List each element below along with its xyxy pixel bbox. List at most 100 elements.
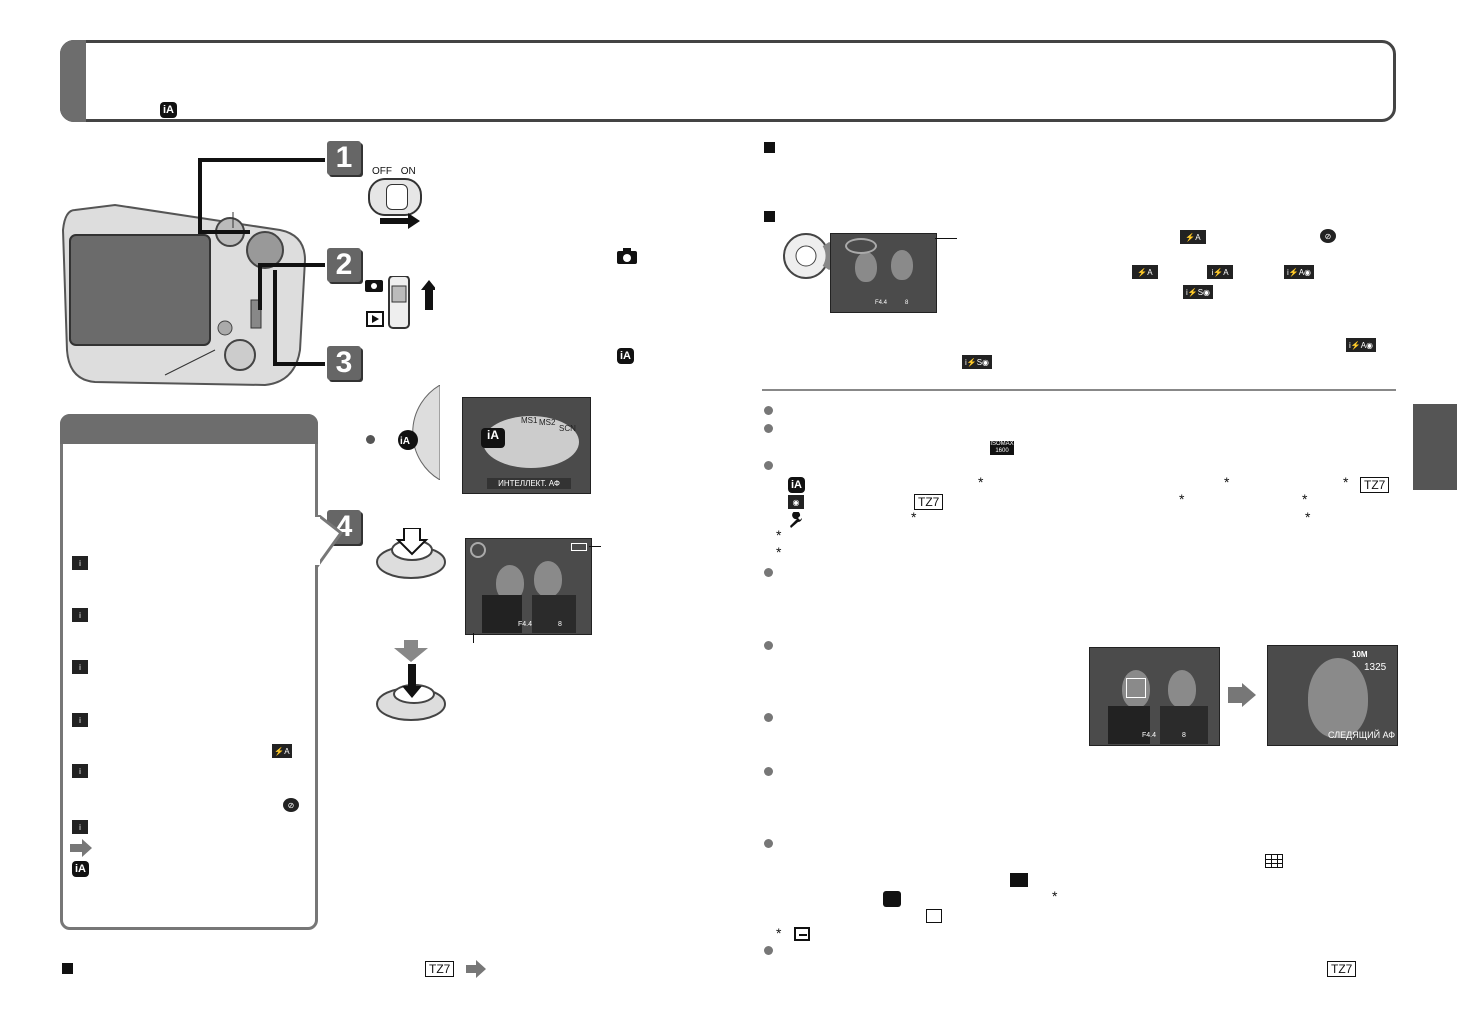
arrow-right-icon xyxy=(1242,683,1256,707)
shutter-half-press[interactable] xyxy=(376,528,446,580)
shutter-readout: 8 xyxy=(905,300,909,306)
shutter-readout: 8 xyxy=(1182,732,1186,739)
flash-lcd-preview: F4.4 8 xyxy=(830,233,937,313)
resolution-readout: 10M xyxy=(1352,650,1368,659)
mode-dial-screen: iA MS1 MS2 SCN ИНТЕЛЛЕКТ. АФ xyxy=(462,397,591,494)
record-play-switch[interactable] xyxy=(365,276,435,330)
footnote-mark: * xyxy=(776,925,782,941)
callout-line xyxy=(935,238,957,239)
i-flash-auto-redeye-icon: i⚡A◉ xyxy=(1284,265,1314,279)
footnote-mark: * xyxy=(1224,474,1230,490)
scenery-scene-icon: i xyxy=(72,608,88,622)
box-pointer xyxy=(313,515,343,570)
footnote-mark: * xyxy=(1302,491,1308,507)
camera-illustration xyxy=(61,158,325,387)
footnote-mark: * xyxy=(776,527,782,543)
section-bullet xyxy=(764,211,775,222)
note-bullet xyxy=(764,424,773,433)
note-bullet xyxy=(764,713,773,722)
intelligent-auto-icon: iA xyxy=(788,477,805,493)
page-header xyxy=(60,40,1396,122)
on-label: ON xyxy=(400,166,416,177)
spot-af-icon xyxy=(794,927,810,941)
flash-off-icon: ⊘ xyxy=(283,798,299,812)
model-badge: TZ7 xyxy=(914,494,944,510)
intelligent-auto-icon: iA xyxy=(72,861,89,877)
model-badge: TZ7 xyxy=(1360,477,1390,493)
flash-off-icon: ⊘ xyxy=(1320,229,1336,243)
model-badge: TZ7 xyxy=(425,961,455,977)
shutter-readout: 8 xyxy=(558,621,562,628)
footnote-mark: * xyxy=(1052,888,1058,904)
callout-line xyxy=(473,633,474,643)
arrow-right-icon xyxy=(70,839,92,857)
power-switch[interactable] xyxy=(368,178,422,216)
note-bullet xyxy=(764,946,773,955)
flash-auto-icon: ⚡A xyxy=(1180,230,1206,244)
mode-label-scn: SCN xyxy=(559,424,576,433)
tracking-before-screen: F4.4 8 xyxy=(1089,647,1220,746)
footnote-mark: * xyxy=(978,474,984,490)
footnote-mark: * xyxy=(776,544,782,560)
footnote-mark: * xyxy=(1305,509,1311,525)
cursor-pad[interactable] xyxy=(782,232,830,280)
wrench-icon xyxy=(790,512,802,528)
shutter-full-press[interactable] xyxy=(376,664,446,722)
motion-picture-icon: ◉ xyxy=(788,495,804,509)
footnote-mark: * xyxy=(911,509,917,525)
iso-badge-bottom: 1600 xyxy=(995,448,1009,454)
i-flash-auto-icon: i⚡A xyxy=(1207,265,1233,279)
power-switch-labels: OFF ON xyxy=(372,166,416,177)
i-flash-slow-redeye-icon: i⚡S◉ xyxy=(1183,285,1213,299)
tracking-after-screen: 10M 1325 СЛЕДЯЩИЙ АФ xyxy=(1267,645,1398,746)
intelligent-auto-icon: iA xyxy=(617,348,634,364)
intelligent-auto-icon: iA xyxy=(160,102,177,118)
one-area-af-icon xyxy=(926,909,942,923)
aperture-readout: F4.4 xyxy=(1142,732,1157,739)
aperture-readout: F4.4 xyxy=(875,300,888,306)
section-bullet xyxy=(764,142,775,153)
portrait-scene-icon: i xyxy=(72,556,88,570)
mode-dial-caption: ИНТЕЛЛЕКТ. АФ xyxy=(487,478,571,489)
off-label: OFF xyxy=(372,166,392,177)
arrow-down-icon xyxy=(394,640,428,662)
arrow-right-icon xyxy=(380,213,420,229)
step-1-badge: 1 xyxy=(327,141,361,175)
iso-badge-top: ISOMAX xyxy=(990,441,1014,447)
remaining-count: 1325 xyxy=(1364,662,1387,673)
baby-scene-icon: i xyxy=(72,820,88,834)
note-bullet xyxy=(764,406,773,415)
arrow-shaft xyxy=(1228,687,1242,703)
callout-line xyxy=(589,546,601,547)
note-bullet xyxy=(764,839,773,848)
header-accent-bar xyxy=(60,40,86,122)
camera-icon xyxy=(617,248,637,264)
iso-max-badge: ISOMAX 1600 xyxy=(990,441,1014,455)
mode-label-ms1: MS1 xyxy=(521,416,538,425)
footnote-mark: * xyxy=(1179,491,1185,507)
chapter-tab xyxy=(1413,404,1457,490)
i-flash-slow-redeye-icon: i⚡S◉ xyxy=(962,355,992,369)
multi-area-af-icon xyxy=(1265,854,1283,868)
scene-detect-box xyxy=(60,414,318,930)
model-badge: TZ7 xyxy=(1327,961,1357,977)
section-bullet xyxy=(62,963,73,974)
note-bullet xyxy=(764,461,773,470)
tracking-af-caption: СЛЕДЯЩИЙ АФ xyxy=(1328,730,1396,740)
macro-scene-icon: i xyxy=(72,660,88,674)
mode-dial[interactable]: iA xyxy=(380,385,440,480)
svg-text:iA: iA xyxy=(400,436,410,447)
flash-auto-icon: ⚡A xyxy=(272,744,292,758)
note-bullet xyxy=(764,641,773,650)
lcd-preview: F4.4 8 xyxy=(465,538,592,635)
dial-indicator-dot xyxy=(366,435,375,444)
i-flash-auto-redeye-icon: i⚡A◉ xyxy=(1346,338,1376,352)
face-detection-icon xyxy=(883,891,901,907)
mode-label-ms2: MS2 xyxy=(539,418,556,427)
scene-detect-box-header xyxy=(60,414,318,444)
footnote-mark: * xyxy=(1343,474,1349,490)
section-divider xyxy=(762,389,1396,391)
aperture-readout: F4.4 xyxy=(518,621,533,628)
step-2-badge: 2 xyxy=(327,248,361,282)
note-bullet xyxy=(764,767,773,776)
